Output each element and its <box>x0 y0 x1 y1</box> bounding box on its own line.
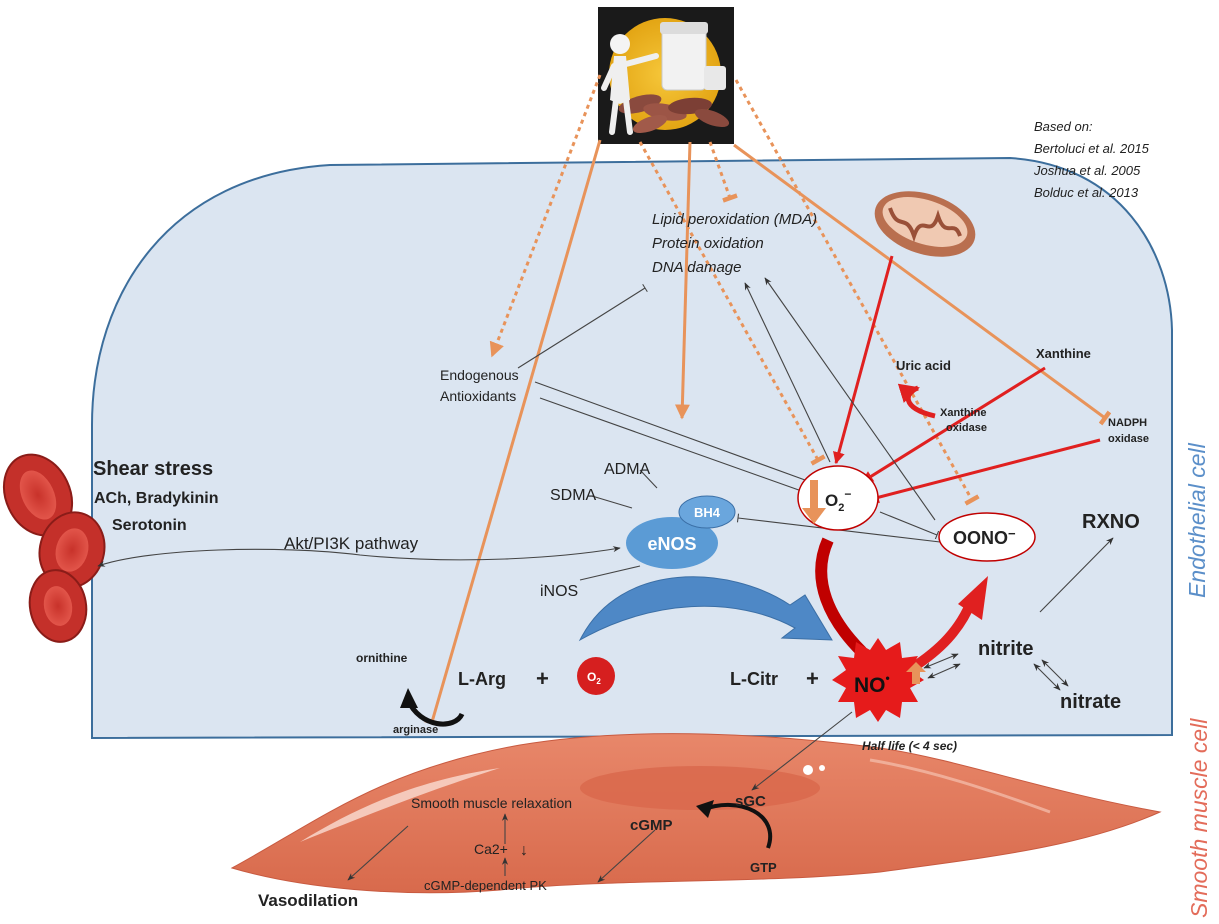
superoxide-down-arrow <box>802 480 826 524</box>
label-smooth-muscle-relaxation: Smooth muscle relaxation <box>411 795 572 811</box>
label-nitrite: nitrite <box>978 638 1034 660</box>
label-inos: iNOS <box>540 583 578 600</box>
label-sdma: SDMA <box>550 487 597 504</box>
label-calcium: Ca2+ <box>474 841 508 857</box>
nitric-oxide-burst-icon <box>832 638 926 722</box>
red-blood-cells-icon <box>2 453 106 643</box>
pathway-lines <box>97 277 1114 883</box>
enos-node <box>626 517 718 569</box>
enos-complex <box>578 495 833 642</box>
label-cgmp: cGMP <box>630 817 673 834</box>
citation-1: Bertoluci et al. 2015 <box>1034 141 1150 156</box>
supplements-icon <box>598 7 734 144</box>
arginase-arrow <box>400 688 465 727</box>
label-cgmp-pk: cGMP-dependent PK <box>424 878 547 893</box>
calcium-down-arrow: ↓ <box>520 842 528 859</box>
label-nadph-oxidase-2: oxidase <box>1108 433 1149 445</box>
label-smooth-muscle-cell: Smooth muscle cell <box>1186 718 1212 918</box>
label-plus-1: + <box>536 666 549 691</box>
label-vasodilation: Vasodilation <box>258 891 358 910</box>
label-arginase: arginase <box>393 724 438 736</box>
label-rxno: RXNO <box>1082 511 1140 533</box>
label-nadph-oxidase-1: NADPH <box>1108 417 1147 429</box>
label-peroxynitrite: OONO− <box>953 526 1016 548</box>
label-half-life: Half life (< 4 sec) <box>862 739 957 753</box>
label-sgc: sGC <box>735 793 766 810</box>
label-bh4: BH4 <box>694 505 721 520</box>
peroxynitrite-node <box>938 512 1036 562</box>
label-xanthine-oxidase-1: Xanthine <box>940 407 986 419</box>
label-xanthine: Xanthine <box>1036 346 1091 361</box>
label-plus-2: + <box>806 666 819 691</box>
citations-block: Based on: Bertoluci et al. 2015 Joshua e… <box>1033 119 1150 200</box>
citation-3: Bolduc et al. 2013 <box>1034 185 1139 200</box>
label-gtp: GTP <box>750 860 777 875</box>
label-l-citr: L-Citr <box>730 669 778 689</box>
mitochondrion-icon <box>874 191 976 257</box>
label-shear-stress: Shear stress <box>93 458 213 480</box>
bh4-node <box>678 495 736 529</box>
endothelial-cell-body <box>91 156 1173 740</box>
label-superoxide: O2− <box>825 487 851 514</box>
label-lipid-peroxidation: Lipid peroxidation (MDA) <box>652 211 817 228</box>
label-ach-bradykinin: ACh, Bradykinin <box>94 490 218 507</box>
label-xanthine-oxidase-2: oxidase <box>946 422 987 434</box>
supplement-effect-arrows <box>424 74 1112 727</box>
citations-heading: Based on: <box>1034 119 1093 134</box>
label-uric-acid: Uric acid <box>896 358 951 373</box>
smooth-muscle-cell <box>230 733 1162 894</box>
gtp-cycle-arrow <box>696 800 773 849</box>
ros-arrows <box>815 255 1101 673</box>
label-ornithine: ornithine <box>356 651 408 665</box>
enos-reaction-arrow <box>578 576 833 642</box>
label-protein-oxidation: Protein oxidation <box>652 235 764 252</box>
citation-2: Joshua et al. 2005 <box>1033 163 1141 178</box>
label-endothelial-cell: Endothelial cell <box>1184 442 1210 598</box>
label-nitrate: nitrate <box>1060 691 1121 713</box>
label-serotonin: Serotonin <box>112 517 187 534</box>
label-oxygen: O2 <box>587 670 601 686</box>
label-dna-damage: DNA damage <box>652 259 742 276</box>
label-adma: ADMA <box>604 461 651 478</box>
label-no: NO• <box>854 671 890 697</box>
label-l-arg: L-Arg <box>458 669 506 689</box>
label-antioxidants-1: Endogenous <box>440 367 519 383</box>
label-enos: eNOS <box>647 534 696 554</box>
label-akt-pathway: Akt/PI3K pathway <box>284 534 419 553</box>
oxygen-molecule-icon <box>577 657 615 695</box>
label-antioxidants-2: Antioxidants <box>440 388 516 404</box>
nucleus <box>580 766 820 810</box>
